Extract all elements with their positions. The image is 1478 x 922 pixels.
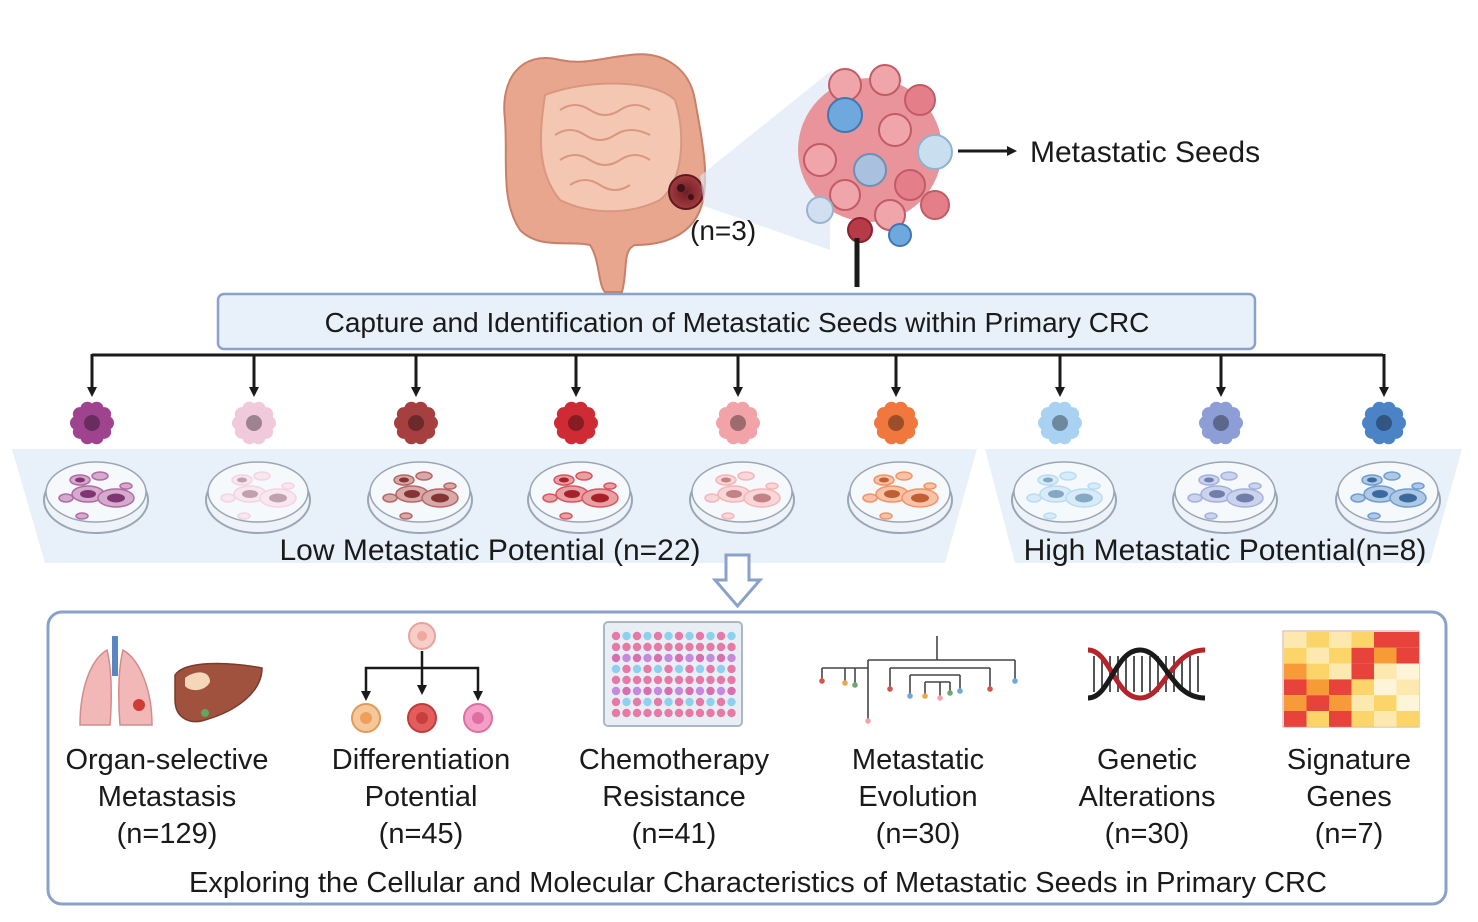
characteristic-line1: Genetic [1097,744,1197,776]
characteristic-line1: Metastatic [852,744,984,776]
characteristic-count: (n=7) [1315,818,1384,850]
differentiation-tree-icon [351,622,493,733]
characteristic-count: (n=45) [379,818,464,850]
heatmap-icon [1282,630,1420,728]
zoom-cone [700,70,832,250]
phylogenetic-tree-icon [821,636,1016,720]
seed-cell-icon [232,401,276,445]
culture-dishes [43,461,1441,534]
characteristic-line1: Organ-selective [65,744,268,776]
well-plate-icon [603,621,743,727]
tumor-cluster-icon [798,64,953,247]
footer-text: Exploring the Cellular and Molecular Cha… [189,867,1327,899]
seed-cell-icon [1362,401,1406,445]
characteristic-count: (n=30) [876,818,961,850]
metastatic-seeds-label: Metastatic Seeds [1030,136,1260,169]
characteristic-count: (n=30) [1105,818,1190,850]
culture-dish-icon [367,461,473,534]
characteristic-line2: Resistance [602,781,745,813]
culture-dish-icon [527,461,633,534]
branch-arrows [87,354,1389,397]
seed-cell-icon [874,401,918,445]
culture-dish-icon [1011,461,1117,534]
seed-cells [70,401,1406,445]
characteristic-line2: Alterations [1078,781,1215,813]
characteristic-line1: Signature [1287,744,1411,776]
phylogenetic-tips [819,678,1018,724]
culture-dish-icon [1172,461,1278,534]
sample-count-label: (n=3) [690,215,756,246]
high-potential-label: High Metastatic Potential(n=8) [1024,534,1427,567]
seed-cell-icon [1199,401,1243,445]
characteristic-count: (n=41) [632,818,717,850]
characteristic-line2: Evolution [858,781,977,813]
capture-box-text: Capture and Identification of Metastatic… [325,307,1150,338]
seed-cell-icon [1038,401,1082,445]
seed-cell-icon [394,401,438,445]
culture-dish-icon [1335,461,1441,534]
characteristic-line1: Differentiation [332,744,510,776]
capture-box [216,292,1257,351]
culture-dish-icon [43,461,149,534]
culture-dish-icon [847,461,953,534]
colon-icon [503,53,707,293]
seed-cell-icon [70,401,114,445]
characteristics-panel [46,610,1448,906]
characteristic-line2: Potential [365,781,478,813]
seed-cell-icon [716,401,760,445]
characteristic-line1: Chemotherapy [579,744,770,776]
low-potential-label: Low Metastatic Potential (n=22) [279,534,700,567]
culture-dish-icon [205,461,311,534]
culture-dish-icon [689,461,795,534]
lung-liver-icon [79,636,263,726]
dna-helix-icon [1087,647,1206,701]
hollow-down-arrow [711,553,764,609]
characteristic-count: (n=129) [117,818,218,850]
seed-cell-icon [554,401,598,445]
characteristic-line2: Genes [1306,781,1391,813]
characteristic-line2: Metastasis [98,781,237,813]
